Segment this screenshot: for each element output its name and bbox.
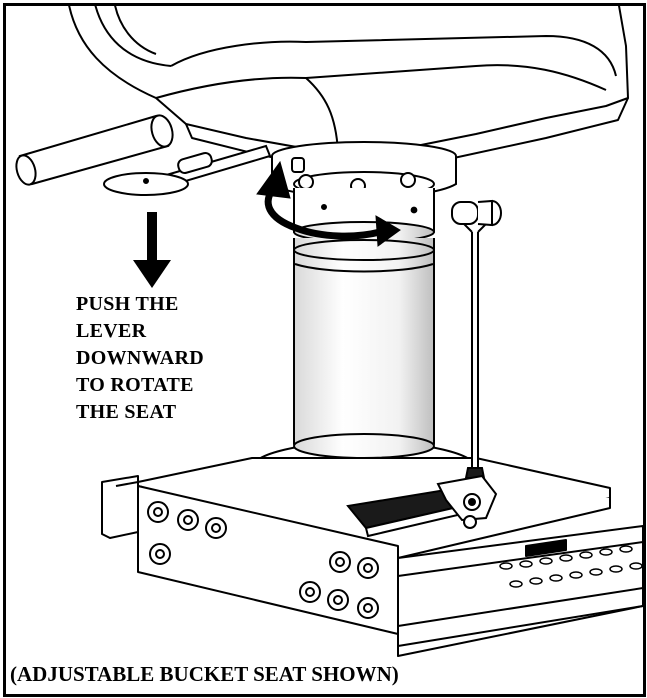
instruction-line: LEVER xyxy=(76,320,147,342)
rotate-instruction: PUSH THE LEVER DOWNWARD TO ROTATE THE SE… xyxy=(76,291,204,426)
rotate-arrow-icon xyxy=(256,160,401,247)
figure-caption: (ADJUSTABLE BUCKET SEAT SHOWN) xyxy=(10,662,399,686)
diagram-frame: PUSH THE LEVER DOWNWARD TO ROTATE THE SE… xyxy=(3,3,646,697)
foot-pedal xyxy=(346,474,498,538)
pedestal-column xyxy=(293,238,435,456)
down-arrow-icon xyxy=(133,212,171,288)
seat-pedestal-illustration xyxy=(15,6,643,657)
side-bracket xyxy=(137,485,399,635)
seat-cushion xyxy=(68,6,629,171)
slide-rail xyxy=(101,475,643,657)
instruction-line: TO ROTATE xyxy=(76,374,194,396)
instruction-line: THE SEAT xyxy=(76,401,177,423)
instruction-line: PUSH THE xyxy=(76,293,179,315)
swivel-lever xyxy=(103,144,272,196)
handle-bar xyxy=(15,114,174,186)
slide-release-rod xyxy=(451,199,502,479)
swivel-hub xyxy=(271,141,457,244)
instruction-line: DOWNWARD xyxy=(76,347,204,369)
